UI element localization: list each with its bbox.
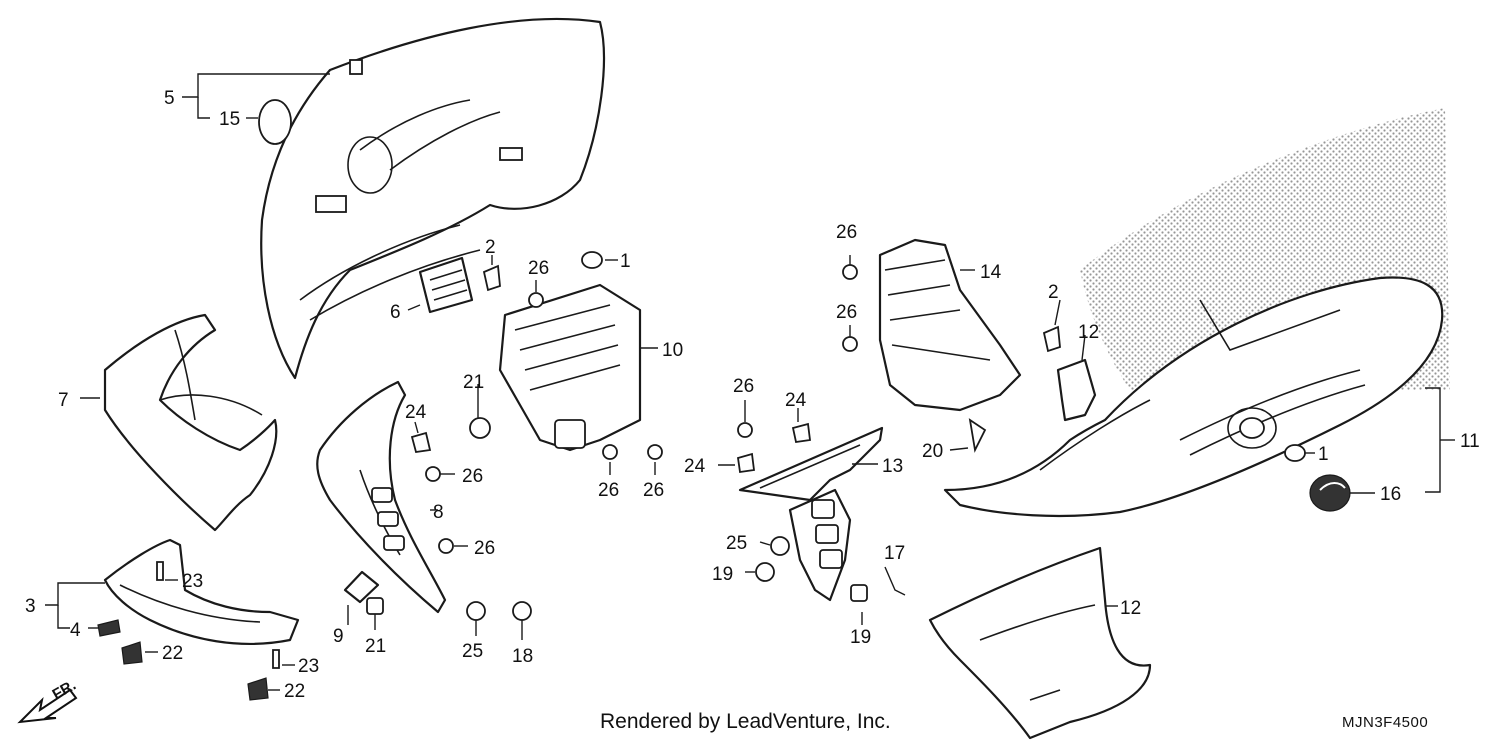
callout-1: 1: [620, 251, 631, 272]
part-16-right-duct[interactable]: [878, 238, 1022, 412]
callout-8: 12: [1078, 322, 1099, 343]
render-credit: Rendered by LeadVenture, Inc.: [600, 710, 891, 733]
callout-25: 25: [726, 533, 747, 554]
part-18-emblem[interactable]: [1309, 474, 1351, 512]
part-8-bracket[interactable]: [1056, 358, 1097, 422]
callout-26: 26: [528, 258, 549, 279]
part-9-lower-panel[interactable]: [103, 313, 278, 532]
callout-9: 7: [58, 390, 69, 411]
part-17-ring[interactable]: [258, 99, 292, 145]
hardware-fasteners: [97, 251, 1306, 701]
callout-2: 2: [1048, 282, 1059, 303]
callout-6: 6: [390, 302, 401, 323]
callout-19: 19: [712, 564, 733, 585]
part-3-under-cowl[interactable]: [103, 538, 300, 645]
part-6-bracket[interactable]: [418, 256, 474, 314]
callout-26: 26: [836, 302, 857, 323]
part-7-right-cowl[interactable]: [943, 276, 1444, 518]
callout-10: 8: [433, 502, 444, 523]
callout-26: 26: [598, 480, 619, 501]
part-10-inner-panel[interactable]: [316, 380, 447, 614]
callout-21: 19: [850, 627, 871, 648]
part-15-inner-panel[interactable]: [788, 488, 852, 602]
callout-20: 20: [922, 441, 943, 462]
callout-26: 26: [733, 376, 754, 397]
part-11-clip[interactable]: [343, 570, 380, 604]
callout-19: 18: [512, 646, 533, 667]
callout-20: 21: [463, 372, 484, 393]
part-13-lower-cowl[interactable]: [928, 546, 1152, 740]
part-5-upper-cowl[interactable]: [260, 17, 605, 380]
callout-11: 9: [333, 626, 344, 647]
callout-15: 17: [884, 543, 905, 564]
callout-12: 10: [662, 340, 683, 361]
callout-2: 2: [485, 237, 496, 258]
callout-24: 24: [684, 456, 706, 477]
callout-14: 13: [882, 456, 903, 477]
front-direction-marker: FR.: [17, 677, 79, 724]
callout-26: 26: [643, 480, 664, 501]
callout-17: 15: [219, 109, 240, 130]
callout-26: 26: [462, 466, 483, 487]
callout-4: 4: [70, 620, 81, 641]
callout-22: 22: [162, 643, 183, 664]
callout-24: 24: [405, 402, 427, 423]
callout-24: 24: [785, 390, 807, 411]
callout-23: 23: [182, 571, 203, 592]
callout-5: 5: [164, 88, 175, 109]
callout-26: 26: [474, 538, 495, 559]
callout-21: 21: [365, 636, 386, 657]
callout-7: 11: [1460, 431, 1480, 452]
callout-22: 22: [284, 681, 305, 702]
callout-16: 14: [980, 262, 1002, 283]
callout-1: 1: [1318, 444, 1329, 465]
callout-25: 25: [462, 641, 483, 662]
callout-labels: 5 15 1 2 26 6 10 21 24 26 8 26 26 26 7 3…: [25, 88, 1480, 702]
callout-18: 16: [1380, 484, 1401, 505]
leader-lines: [45, 73, 1455, 691]
callout-26: 26: [836, 222, 857, 243]
callout-23: 23: [298, 656, 319, 677]
callout-3: 3: [25, 596, 36, 617]
part-12-duct[interactable]: [498, 283, 642, 452]
diagram-code: MJN3F4500: [1342, 714, 1429, 731]
callout-13: 12: [1120, 598, 1141, 619]
